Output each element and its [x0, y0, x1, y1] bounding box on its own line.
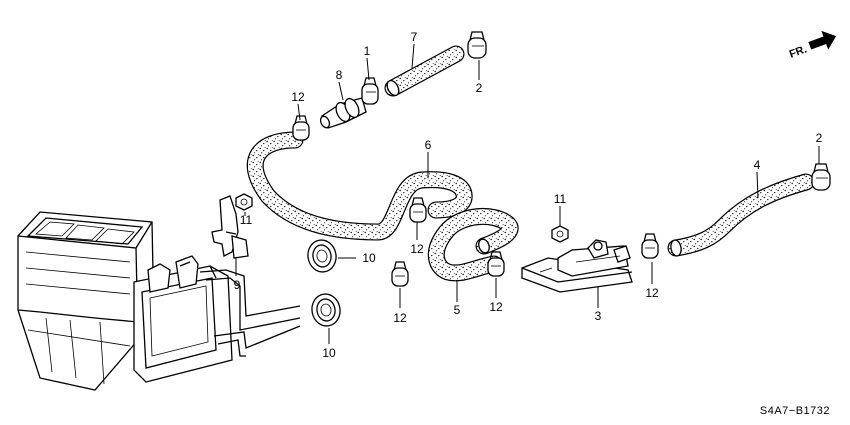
callout-4: 4	[754, 158, 761, 172]
front-direction-indicator: FR.	[788, 30, 837, 61]
callout-12-mid: 12	[410, 242, 424, 256]
hose-4[interactable]	[667, 173, 815, 257]
nut-11-right[interactable]	[551, 225, 569, 243]
front-arrow-icon	[808, 30, 837, 50]
clamp-12-top[interactable]	[292, 115, 310, 141]
callout-11-left: 11	[240, 213, 253, 227]
callout-10-lower: 10	[322, 346, 336, 360]
hose-clip-9[interactable]	[211, 195, 249, 259]
hose-6[interactable]	[246, 131, 473, 241]
clamp-12-right[interactable]	[641, 233, 659, 259]
hose-5[interactable]	[427, 207, 519, 282]
clamp-2-top[interactable]	[467, 31, 487, 59]
callout-12-top: 12	[291, 90, 305, 104]
callout-7: 7	[411, 30, 418, 44]
nut-11-left[interactable]	[235, 193, 253, 211]
callout-1: 1	[364, 44, 371, 58]
callout-10-upper: 10	[362, 251, 376, 265]
callout-8: 8	[336, 68, 343, 82]
grommet-10-upper[interactable]	[305, 238, 338, 274]
heater-unit	[17, 211, 301, 391]
callout-9: 9	[234, 278, 241, 292]
clamp-2-right[interactable]	[811, 163, 831, 191]
callout-12-right: 12	[645, 286, 659, 300]
callout-12-lower-mid: 12	[489, 300, 503, 314]
callout-5: 5	[454, 303, 461, 317]
clamp-12-mid[interactable]	[409, 197, 427, 223]
hose-7[interactable]	[384, 45, 465, 97]
water-valve-3[interactable]	[521, 239, 633, 293]
leader-lines	[235, 43, 820, 344]
clamp-12-lower-left[interactable]	[391, 261, 409, 287]
direction-label: FR.	[788, 43, 809, 60]
callout-2-right: 2	[816, 131, 823, 145]
callout-3: 3	[595, 309, 602, 323]
clamp-12-lower-mid[interactable]	[487, 251, 505, 277]
callout-2-top: 2	[476, 81, 483, 95]
joint-pipe-8[interactable]	[319, 96, 367, 129]
callout-labels: 1 7 8 2 12 6 2 4 11 11 12 10 9 12 5 12 3…	[234, 30, 823, 360]
diagram-code: S4A7−B1732	[760, 405, 830, 417]
callout-12-lower-left: 12	[393, 311, 407, 325]
clamp-1[interactable]	[361, 77, 379, 105]
callout-6: 6	[425, 138, 432, 152]
callout-11-right: 11	[554, 192, 567, 206]
grommet-10-lower[interactable]	[309, 292, 342, 328]
